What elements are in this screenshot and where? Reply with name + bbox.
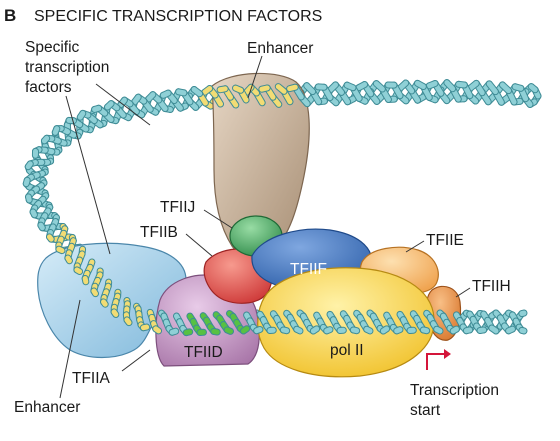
label-tfiia: TFIIA — [72, 370, 111, 387]
label-transcription-start-1: Transcription — [410, 382, 499, 399]
label-tfiij: TFIIJ — [160, 199, 195, 216]
label-enhancer-bottom: Enhancer — [14, 399, 80, 416]
label-tfiid: TFIID — [184, 344, 223, 361]
label-specific-tf-3: factors — [25, 79, 72, 96]
label-transcription-start-2: start — [410, 402, 441, 419]
transcription-start-arrow — [426, 353, 444, 370]
label-pol-ii: pol II — [330, 342, 364, 359]
label-specific-tf-2: transcription — [25, 59, 109, 76]
label-tfiie: TFIIE — [426, 232, 464, 249]
dna-over-complex — [148, 309, 528, 337]
label-tfiib: TFIIB — [140, 224, 178, 241]
label-enhancer-top: Enhancer — [247, 40, 313, 57]
figure-title: SPECIFIC TRANSCRIPTION FACTORS — [34, 8, 322, 25]
leader-lines — [59, 55, 471, 399]
label-tfiif: TFIIF — [290, 261, 327, 278]
arrowhead-icon — [444, 349, 451, 359]
dna-strand-front — [22, 79, 542, 332]
label-specific-tf-1: Specific — [25, 39, 80, 56]
panel-letter: B — [4, 6, 16, 25]
label-tfiih: TFIIH — [472, 278, 511, 295]
